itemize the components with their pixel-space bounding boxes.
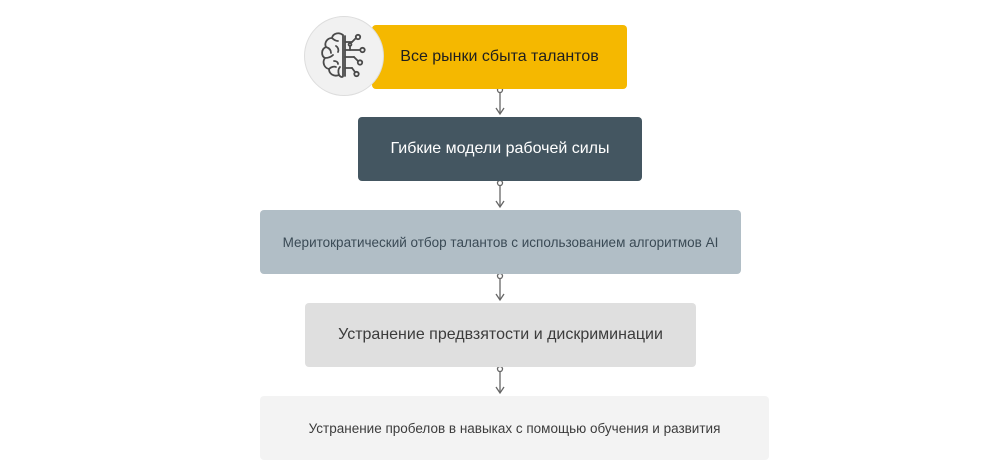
step-label: Меритократический отбор талантов с испол…: [282, 234, 719, 250]
connector-arrow-4: [495, 365, 505, 395]
step-label: Гибкие модели рабочей силы: [390, 140, 610, 157]
brain-circuit-icon: [321, 32, 366, 78]
connector-arrow-1: [495, 86, 505, 116]
connector-arrow-3: [495, 272, 505, 302]
step-label: Устранение предвзятости и дискриминации: [338, 326, 663, 343]
step-skill-gaps-learning: Устранение пробелов в навыках с помощью …: [260, 396, 769, 460]
connector-arrow-2: [495, 179, 505, 209]
step-label: Все рынки сбыта талантов: [400, 48, 599, 65]
step-bias-elimination: Устранение предвзятости и дискриминации: [305, 303, 696, 367]
step-ai-talent-selection: Меритократический отбор талантов с испол…: [260, 210, 741, 274]
brain-circuit-icon-badge: [304, 16, 384, 96]
step-talent-markets: Все рынки сбыта талантов: [372, 25, 627, 89]
step-label: Устранение пробелов в навыках с помощью …: [308, 420, 721, 436]
step-flexible-workforce: Гибкие модели рабочей силы: [358, 117, 642, 181]
